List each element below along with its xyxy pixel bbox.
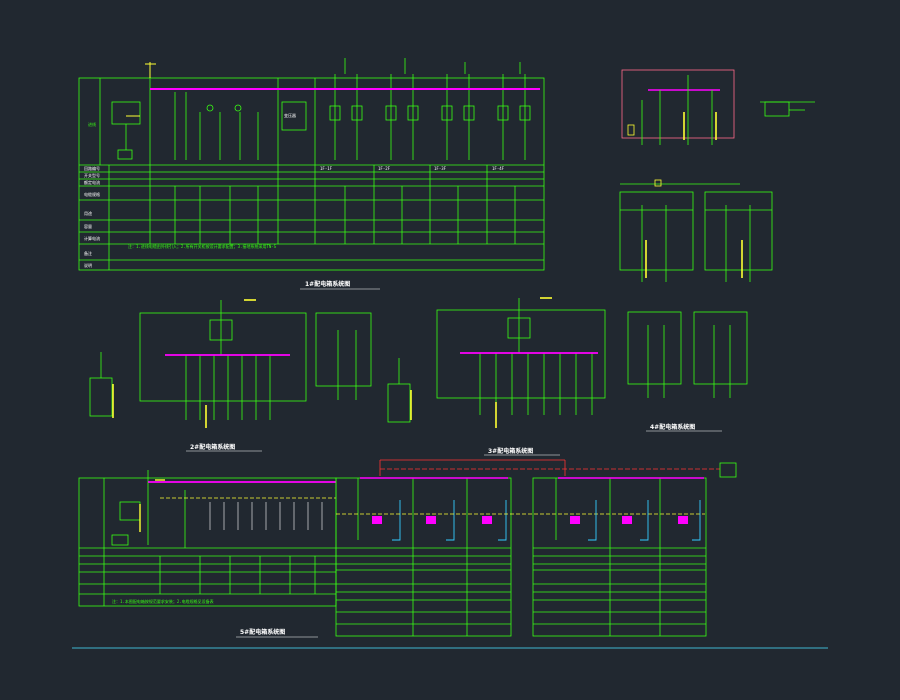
svg-text:1F-4F: 1F-4F <box>492 166 505 171</box>
top-main-panel <box>78 58 545 271</box>
bottom-left-note: 注：1.本图配电箱按规范要求安装；2.电缆规格见设备表 <box>112 598 214 604</box>
svg-text:说明: 说明 <box>84 262 92 268</box>
mid-right-title: 4#配电箱系统图 <box>650 423 695 431</box>
bottom-middle-panel <box>335 477 512 637</box>
svg-text:开关型号: 开关型号 <box>84 172 100 178</box>
bottom-middle-breakers <box>372 500 507 541</box>
svg-text:1F-3F: 1F-3F <box>434 166 447 171</box>
bottom-red-frame <box>379 459 720 476</box>
mid-center-panel <box>387 298 606 423</box>
svg-text:进线: 进线 <box>88 121 96 127</box>
mid-left-title: 2#配电箱系统图 <box>190 443 235 451</box>
top-main-title: 1#配电箱系统图 <box>305 280 350 288</box>
bottom-right-panel <box>532 462 737 637</box>
svg-text:计算电流: 计算电流 <box>84 235 100 241</box>
svg-text:1F-1F: 1F-1F <box>320 166 333 171</box>
bottom-main-title: 5#配电箱系统图 <box>240 628 285 636</box>
bottom-left-feeders <box>209 502 323 530</box>
svg-text:回路编号: 回路编号 <box>84 165 100 171</box>
mid-center-title: 3#配电箱系统图 <box>488 447 533 455</box>
svg-text:额定电流: 额定电流 <box>84 179 100 185</box>
top-main-yellow-marks <box>126 62 156 117</box>
svg-text:电缆规格: 电缆规格 <box>84 191 100 197</box>
bottom-left-yellow <box>139 479 165 532</box>
bottom-left-panel <box>78 470 337 607</box>
svg-text:1F-2F: 1F-2F <box>378 166 391 171</box>
top-main-text: 进线 变压器 回路编号 开关型号 额定电流 电缆规格 用途 容量 计算电流 备注… <box>84 112 505 268</box>
mid-right-panel <box>627 311 748 398</box>
mid-left-panel <box>89 300 372 420</box>
svg-text:变压器: 变压器 <box>284 112 296 118</box>
svg-text:备注: 备注 <box>84 250 92 256</box>
right-mid-panels <box>619 179 773 282</box>
svg-text:容量: 容量 <box>84 223 92 229</box>
mid-left-yellow <box>112 299 256 428</box>
mid-center-yellow <box>410 297 552 428</box>
bottom-right-breakers <box>570 500 701 541</box>
svg-text:用途: 用途 <box>84 210 92 216</box>
top-main-note: 注：1.进线电缆由外线引入；2.所有开关柜按设计要求配置；3.接地系统采用TN-… <box>128 243 277 249</box>
right-mid-yellow-feeders <box>645 240 743 278</box>
top-right-yellow-feeders <box>683 112 717 140</box>
top-right-pink-panel <box>621 69 815 145</box>
